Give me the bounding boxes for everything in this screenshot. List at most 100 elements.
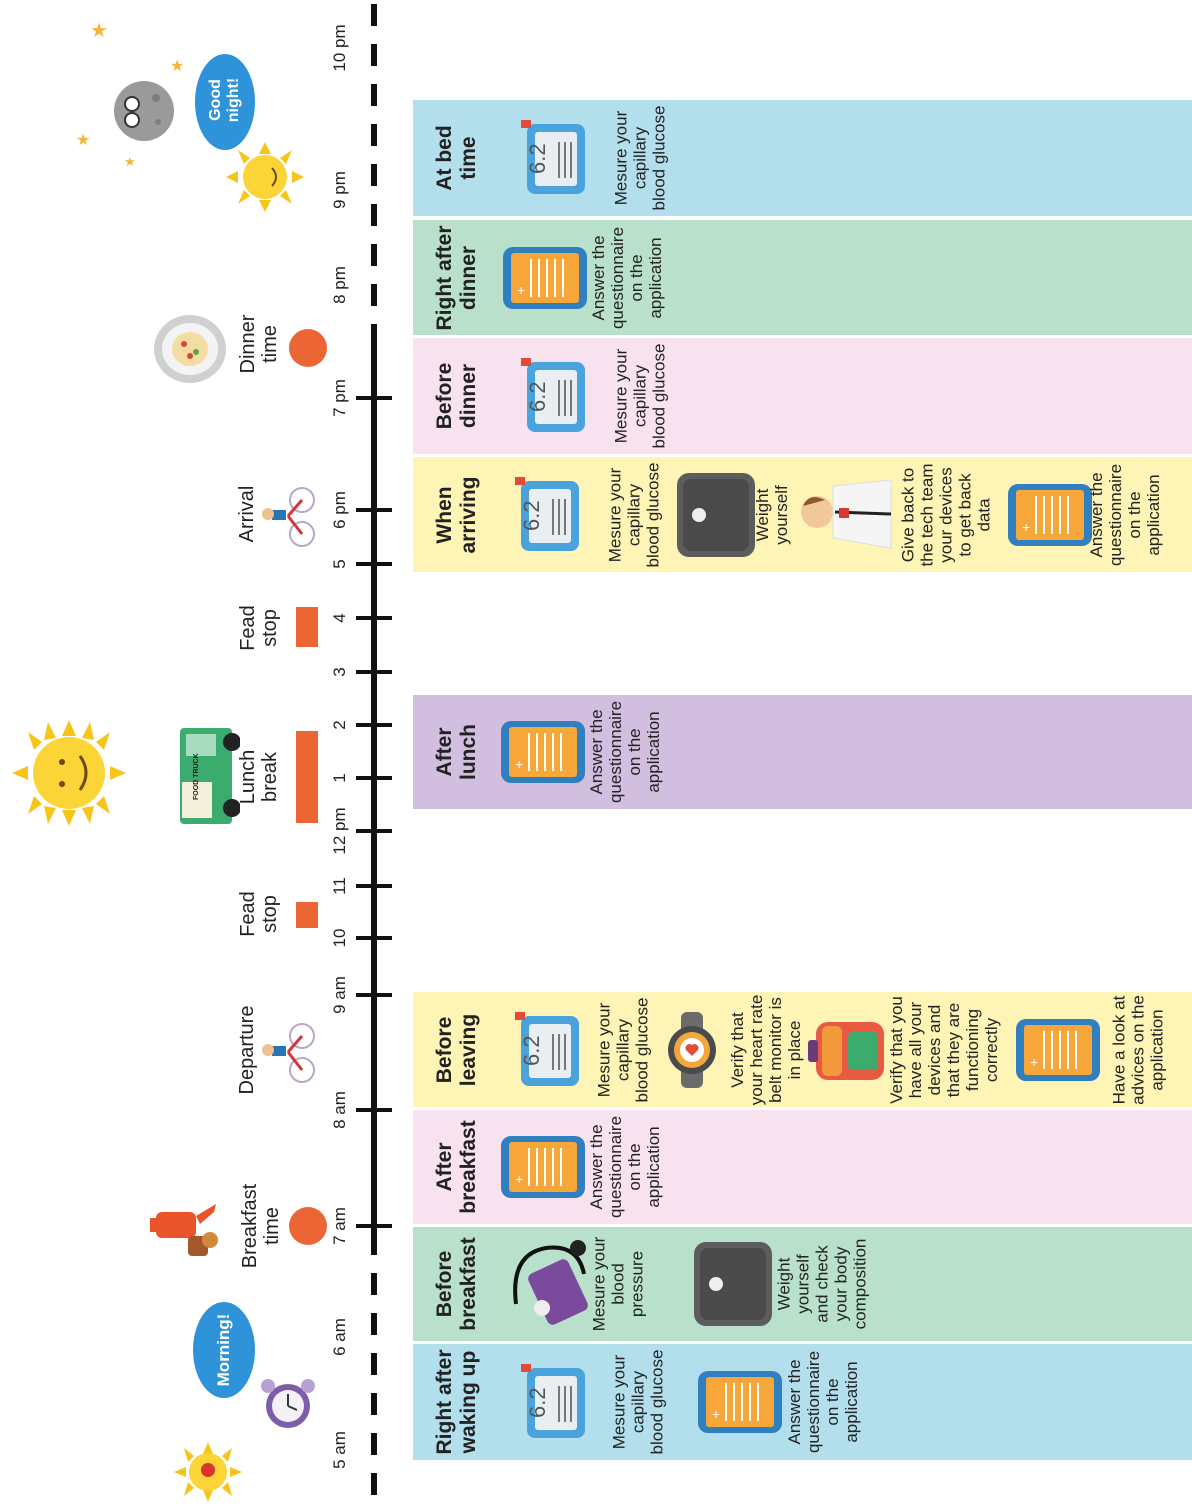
task-text: Mesure your capillary blood glucose bbox=[605, 462, 663, 567]
task-text: Mesure your capillary blood glucose bbox=[611, 343, 669, 449]
scale-icon bbox=[673, 469, 759, 566]
task-text: Mesure your blood pressure bbox=[589, 1236, 647, 1332]
hour-label: 9 am bbox=[330, 976, 349, 1014]
task-text: Have a look at advices on the applicatio… bbox=[1109, 994, 1167, 1105]
morning-speech-bubble bbox=[193, 1302, 255, 1398]
heart-watch-icon bbox=[657, 1010, 727, 1095]
morning-bubble-text: Morning! bbox=[214, 1313, 233, 1387]
band-title: Right after waking up bbox=[433, 1349, 480, 1455]
lunch-break-marker bbox=[296, 731, 318, 823]
svg-text:6.2: 6.2 bbox=[525, 143, 550, 174]
svg-text:+: + bbox=[1030, 1054, 1038, 1070]
task-text: Weight yourself bbox=[753, 484, 791, 545]
phone-app-icon: + bbox=[696, 1367, 784, 1442]
departure-bike-icon bbox=[262, 1023, 315, 1083]
hour-label: 10 pm bbox=[330, 24, 349, 72]
task-text: Answer the questionnaire on the applicat… bbox=[589, 226, 665, 329]
alarm-clock-icon bbox=[261, 1379, 315, 1428]
glucose-meter-icon: 6.2 bbox=[515, 1008, 585, 1097]
hour-label: 8 am bbox=[330, 1091, 349, 1129]
band-title: Before leaving bbox=[433, 1013, 480, 1086]
band-title: At bed time bbox=[433, 125, 480, 191]
dinner-marker bbox=[289, 329, 327, 367]
midday-sun-icon bbox=[12, 720, 126, 826]
event-label: Breakfast time bbox=[239, 1183, 283, 1269]
star-icon: ★ bbox=[170, 58, 185, 75]
event-label: Dinner time bbox=[237, 314, 281, 374]
band-title: Before breakfast bbox=[433, 1237, 480, 1331]
timeline-dashed-bottom bbox=[371, 1233, 377, 1506]
svg-text:+: + bbox=[712, 1406, 720, 1422]
timeline-dashed-top bbox=[371, 4, 377, 345]
event-label: Fead stop bbox=[237, 605, 281, 651]
svg-text:6.2: 6.2 bbox=[519, 500, 544, 531]
task-text: Mesure your capillary blood glucose bbox=[611, 105, 669, 211]
task-text: Mesure your capillary blood glucose bbox=[609, 1349, 667, 1455]
event-label: Lunch break bbox=[237, 749, 281, 805]
fead-stop-marker-1 bbox=[296, 902, 318, 928]
svg-text:+: + bbox=[1022, 519, 1030, 535]
band-title: Right after dinner bbox=[433, 225, 480, 330]
hour-label: 8 pm bbox=[330, 266, 349, 304]
glucose-meter-icon: 6.2 bbox=[521, 116, 591, 205]
fead-stop-marker-2 bbox=[296, 607, 318, 647]
band-title: After breakfast bbox=[433, 1120, 480, 1214]
phone-app-icon: + bbox=[1014, 1015, 1102, 1090]
band-title: When arriving bbox=[433, 475, 480, 554]
hour-label: 11 bbox=[330, 877, 349, 895]
evening-sun-icon bbox=[226, 142, 304, 212]
event-label: Departure bbox=[236, 1005, 258, 1095]
event-label: Fead stop bbox=[237, 891, 281, 937]
task-text: Verify that you have all your devices an… bbox=[887, 995, 1001, 1104]
timeline-tick bbox=[356, 562, 392, 566]
hour-label: 6 pm bbox=[330, 491, 349, 529]
svg-text:FOOD TRUCK: FOOD TRUCK bbox=[193, 753, 200, 800]
hour-label: 6 am bbox=[330, 1318, 349, 1356]
star-icon: ★ bbox=[76, 132, 91, 149]
timeline-tick bbox=[356, 993, 392, 997]
svg-text:6.2: 6.2 bbox=[519, 1035, 544, 1066]
svg-text:+: + bbox=[517, 282, 525, 298]
tech-person-icon bbox=[795, 472, 895, 563]
svg-text:+: + bbox=[515, 1171, 523, 1187]
arrival-bike-icon bbox=[262, 487, 315, 547]
svg-text:+: + bbox=[515, 756, 523, 772]
svg-text:6.2: 6.2 bbox=[525, 1387, 550, 1418]
night-speech-bubble bbox=[195, 54, 255, 150]
timeline-tick bbox=[356, 936, 392, 940]
glucose-meter-icon: 6.2 bbox=[521, 1360, 591, 1449]
dinner-plate-icon bbox=[154, 315, 226, 383]
task-text: Verify that your heart rate belt monitor… bbox=[728, 994, 804, 1105]
task-text: Answer the questionnaire on the applicat… bbox=[1087, 463, 1163, 566]
phone-app-icon: + bbox=[499, 717, 587, 792]
task-text: Give back to the tech team your devices … bbox=[898, 462, 994, 567]
moon-icon bbox=[114, 81, 174, 141]
band-title: Before dinner bbox=[433, 362, 480, 430]
band-title: After lunch bbox=[433, 724, 480, 780]
hour-label: 3 bbox=[330, 667, 349, 677]
star-icon: ★ bbox=[90, 20, 108, 42]
breakfast-marker bbox=[289, 1207, 327, 1245]
task-text: Mesure your capillary blood glucose bbox=[594, 997, 652, 1102]
task-text: Weight yourself and check your body comp… bbox=[774, 1238, 870, 1330]
glucose-meter-icon: 6.2 bbox=[515, 473, 585, 562]
scale-icon bbox=[690, 1238, 776, 1335]
hour-label: 1 bbox=[330, 773, 349, 783]
glucose-meter-icon: 6.2 bbox=[521, 354, 591, 443]
hour-label: 7 pm bbox=[330, 379, 349, 417]
svg-text:6.2: 6.2 bbox=[525, 381, 550, 412]
blood-pressure-icon bbox=[506, 1234, 590, 1339]
timeline-solid bbox=[371, 345, 377, 1233]
timeline-tick bbox=[356, 1108, 392, 1112]
star-icon: ★ bbox=[124, 154, 136, 169]
timeline-tick bbox=[356, 1224, 392, 1228]
task-text: Answer the questionnaire on the applicat… bbox=[785, 1350, 861, 1454]
timeline-tick bbox=[356, 776, 392, 780]
coffee-pot-icon bbox=[150, 1204, 218, 1256]
hour-label: 10 bbox=[330, 928, 349, 948]
event-label: Arrival bbox=[236, 485, 258, 543]
morning-sun-icon bbox=[174, 1442, 242, 1502]
timeline-tick bbox=[356, 616, 392, 620]
hour-label: 12 pm bbox=[330, 807, 349, 855]
hour-label: 7 am bbox=[330, 1207, 349, 1245]
